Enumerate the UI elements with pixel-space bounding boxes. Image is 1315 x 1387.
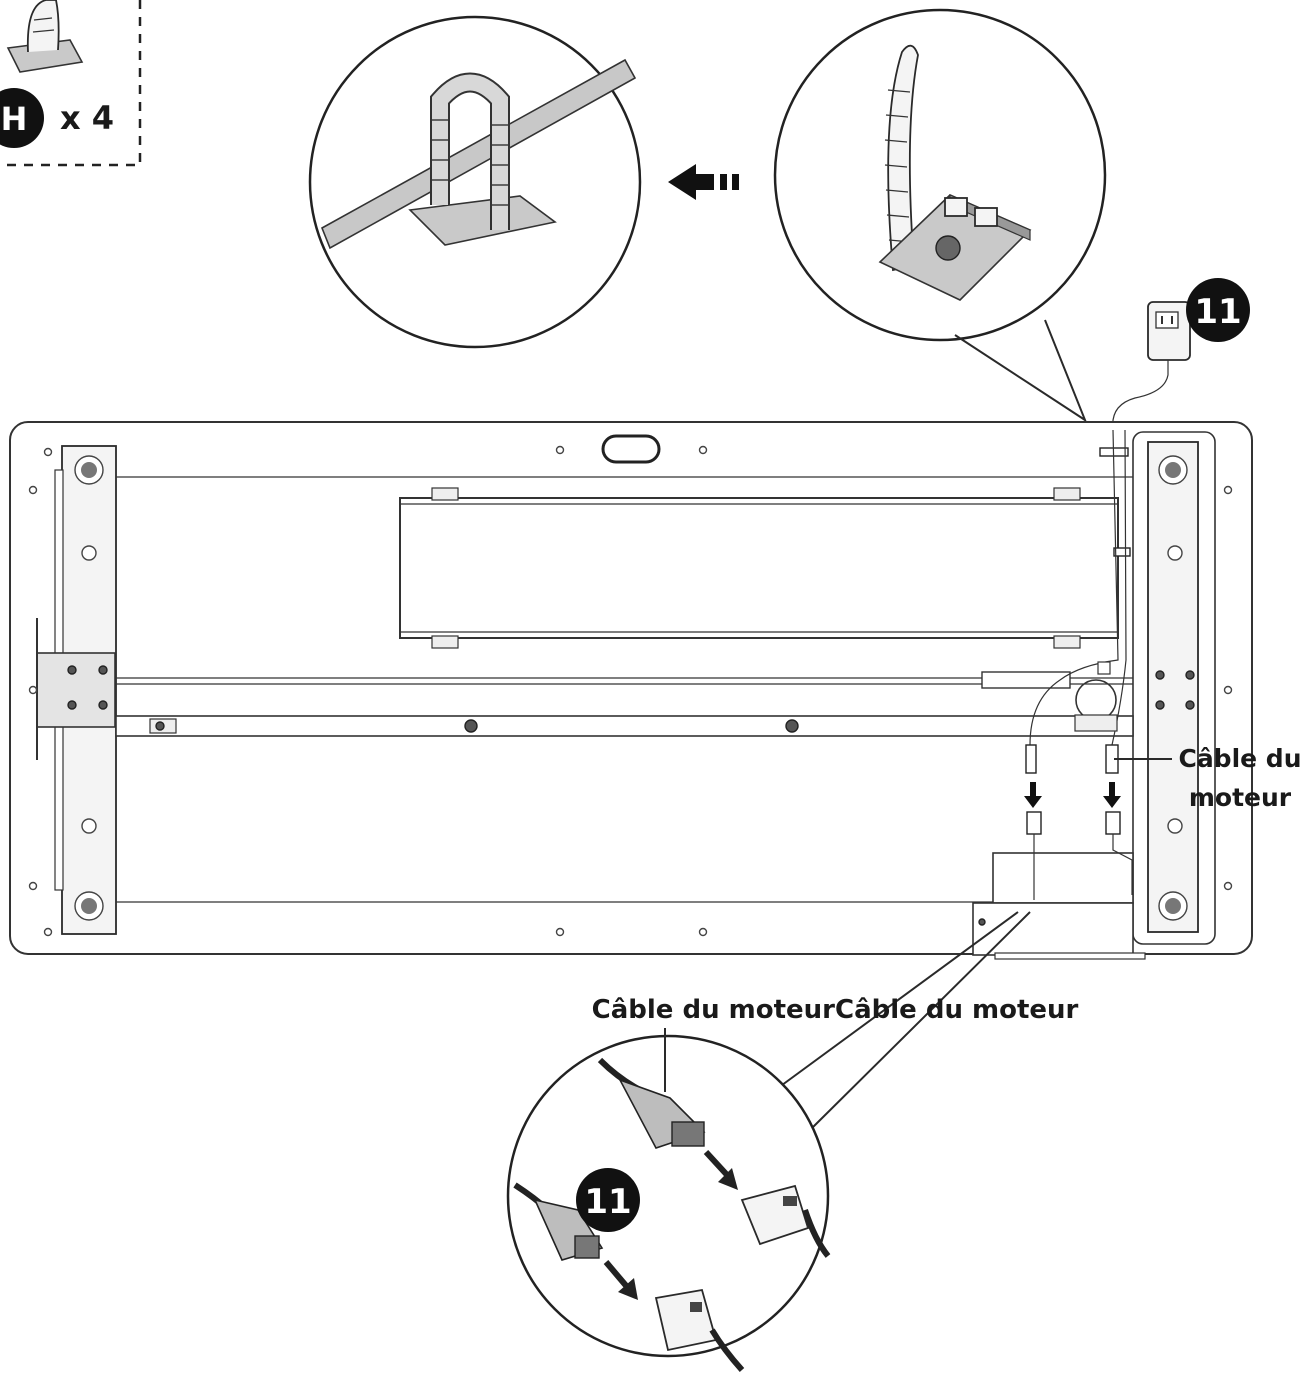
power-adapter: [1112, 301, 1191, 431]
connector-badge: [576, 1168, 640, 1232]
down-arrow-left: [1024, 782, 1042, 808]
cable-clip-2: [1113, 547, 1131, 557]
adapter-badge-number: 11: [1194, 292, 1241, 332]
detail-clip-open: [773, 8, 1107, 342]
motor-cable-label-right-line1: Câble du: [1178, 744, 1301, 773]
connector-badge-number: 11: [584, 1182, 631, 1222]
down-arrow-right: [1103, 782, 1121, 808]
motor-cable-label-right-line2: moteur: [1189, 783, 1292, 812]
desk-frame: [9, 421, 1253, 960]
part-quantity: x 4: [60, 99, 114, 137]
direction-arrow-left: [668, 164, 739, 200]
control-box: [972, 834, 1146, 960]
push-arrow-lower: [603, 1260, 638, 1300]
adapter-badge: 11: [1186, 278, 1250, 342]
detail-clip-installed: [308, 15, 642, 349]
parts-box: H x 4: [0, 0, 142, 167]
part-letter-badge: [0, 88, 44, 148]
cable-clip-part-icon: [6, 0, 84, 73]
perimeter-screws: [28, 445, 1233, 937]
detail-connectors: 11: [506, 1034, 831, 1373]
part-letter: H: [1, 100, 28, 138]
motor-cable-label-bottom: Câble du moteurCâble du moteur: [592, 995, 1079, 1025]
push-arrow-upper: [703, 1149, 738, 1190]
callout-tail-top: [954, 319, 1088, 423]
callout-tail-bottom: [777, 911, 1031, 1133]
